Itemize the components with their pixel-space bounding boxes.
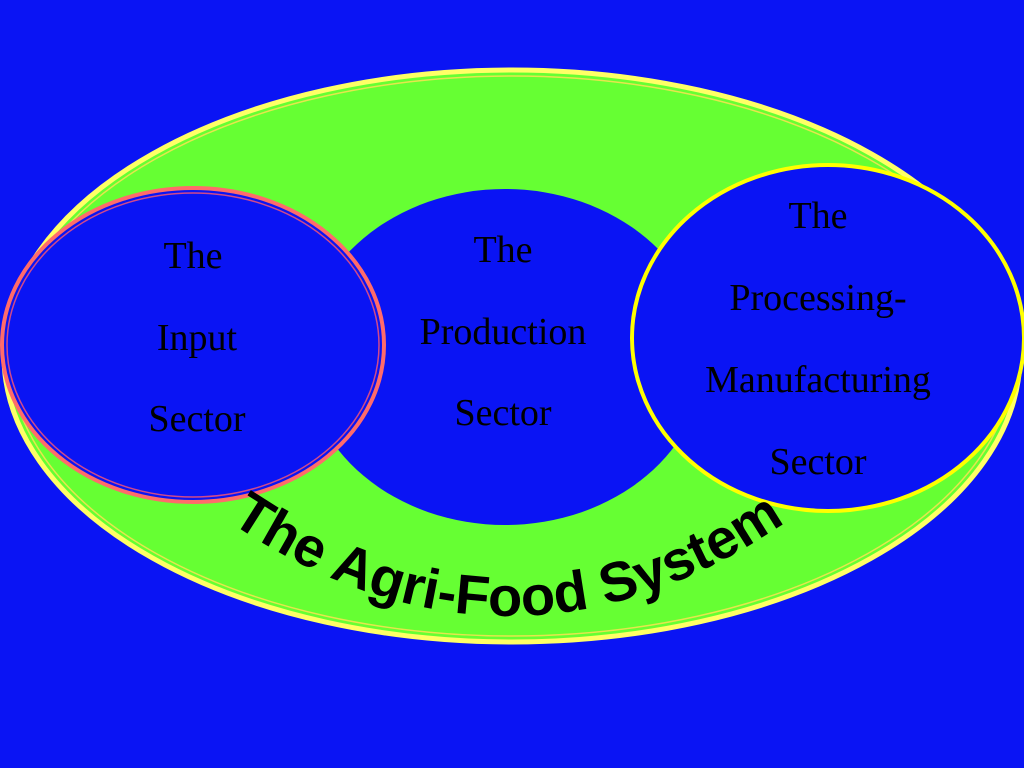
production-sector-label-3: Sector: [454, 392, 551, 434]
production-sector-label-2: Production: [420, 311, 587, 353]
processing-sector-label-3: Manufacturing: [705, 359, 931, 401]
processing-sector-label-4: Sector: [769, 441, 866, 483]
input-sector-ellipse-rim: [6, 192, 380, 498]
input-sector-label-2: Input: [157, 317, 238, 359]
production-sector-ellipse: [305, 189, 705, 525]
input-sector-label-1: The: [163, 235, 222, 277]
processing-sector-label-1: The: [788, 195, 847, 237]
input-sector-ellipse: [0, 186, 386, 504]
input-sector-label-3: Sector: [148, 398, 245, 440]
processing-sector-label-2: Processing-: [729, 277, 906, 319]
processing-sector-ellipse: [630, 163, 1024, 513]
production-sector-label-1: The: [473, 229, 532, 271]
